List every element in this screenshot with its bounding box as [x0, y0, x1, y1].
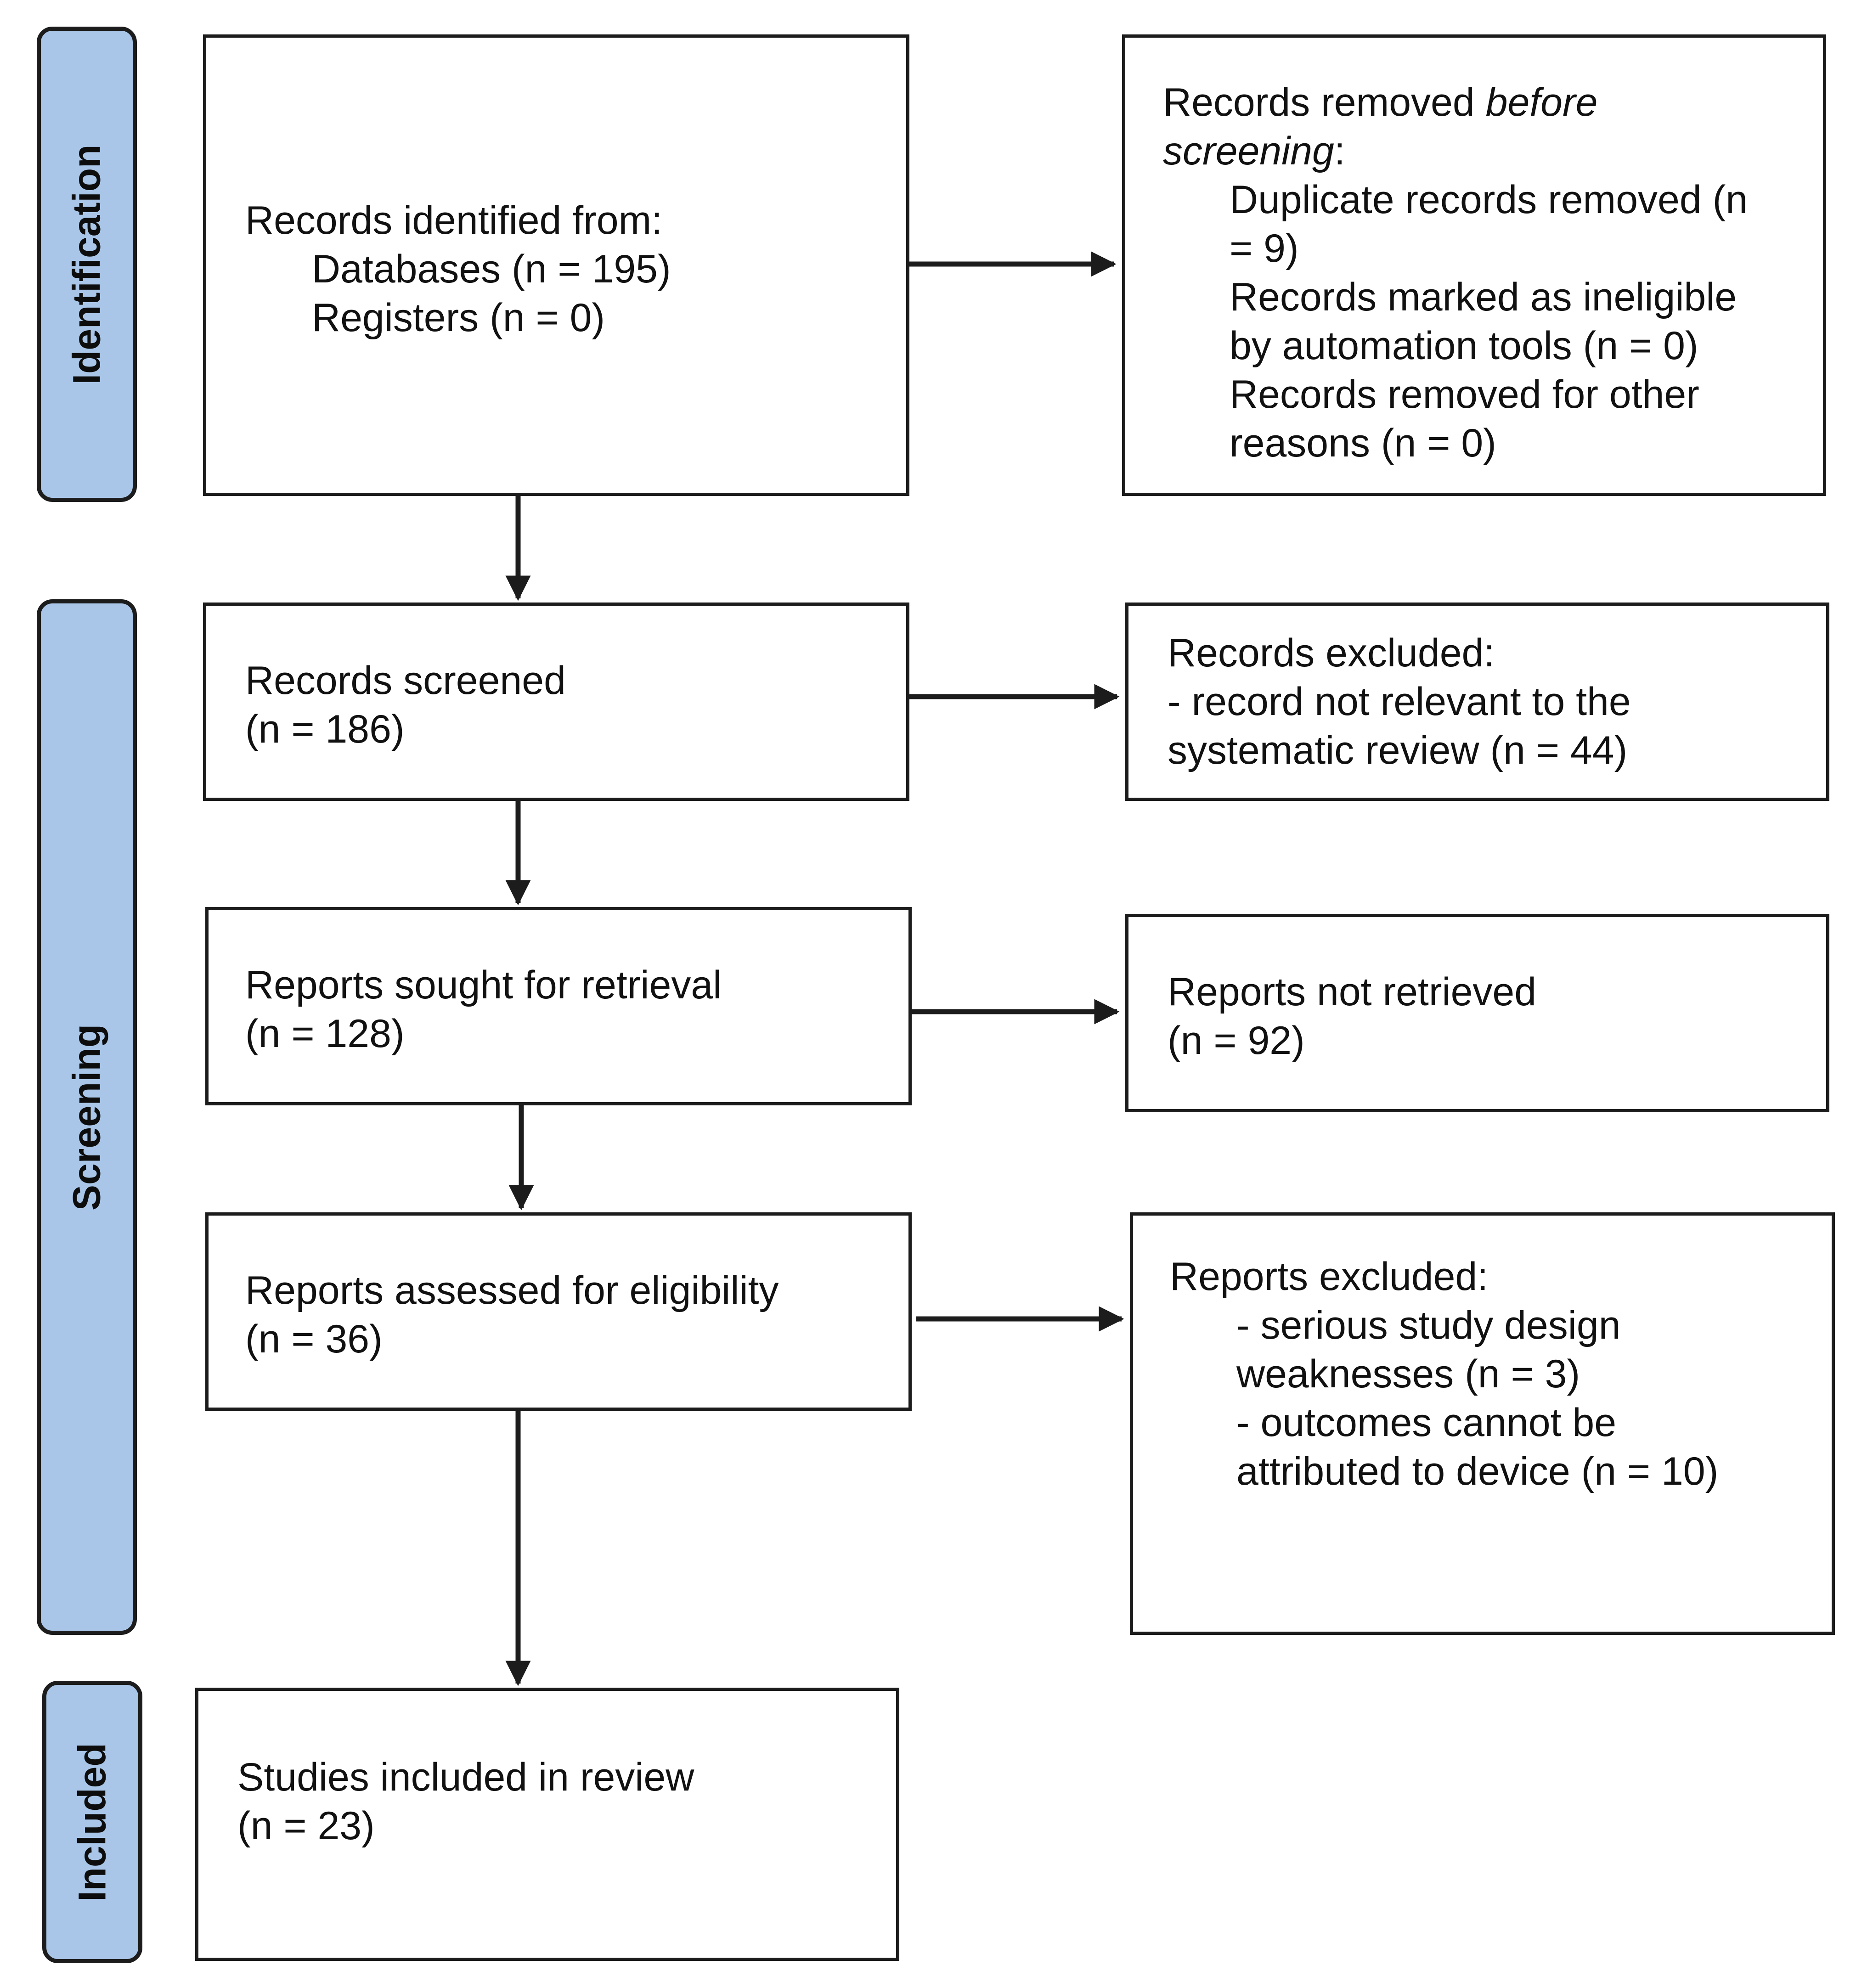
- studies-included-label: Studies included in review: [237, 1755, 694, 1799]
- phase-screening: Screening: [37, 599, 137, 1635]
- records-identified-heading: Records identified from:: [245, 198, 663, 242]
- reports-not-retrieved-count: (n = 92): [1168, 1019, 1305, 1063]
- removed-before-line: Records removed for other: [1230, 372, 1699, 417]
- databases-count: Databases (n = 195): [312, 247, 671, 291]
- reports-sought-label: Reports sought for retrieval: [245, 963, 722, 1007]
- reports-not-retrieved-box: Reports not retrieved (n = 92): [1125, 914, 1829, 1112]
- records-screened-box: Records screened (n = 186): [203, 603, 909, 801]
- phase-included: Included: [42, 1681, 142, 1963]
- reports-sought-box: Reports sought for retrieval (n = 128): [205, 907, 912, 1105]
- removed-before-line: Records marked as ineligible: [1230, 275, 1737, 319]
- removed-before-line: = 9): [1230, 226, 1299, 270]
- reports-excluded-line: attributed to device (n = 10): [1236, 1449, 1719, 1493]
- studies-included-count: (n = 23): [237, 1804, 375, 1848]
- removed-before-heading-1: Records removed before: [1163, 78, 1823, 127]
- studies-included-box: Studies included in review (n = 23): [195, 1688, 899, 1961]
- reports-assessed-box: Reports assessed for eligibility (n = 36…: [205, 1212, 912, 1411]
- reports-excluded-line: - serious study design: [1236, 1303, 1621, 1347]
- removed-before-line: Duplicate records removed (n: [1230, 178, 1748, 222]
- removed-before-heading-prefix: Records removed: [1163, 80, 1486, 124]
- records-excluded-line: - record not relevant to the: [1168, 680, 1631, 724]
- removed-before-heading-italic-2: screening: [1163, 129, 1334, 173]
- records-removed-before-screening-box: Records removed before screening: Duplic…: [1122, 34, 1826, 496]
- records-identified-box: Records identified from: Databases (n = …: [203, 34, 909, 496]
- reports-excluded-box: Reports excluded: - serious study design…: [1130, 1212, 1835, 1635]
- records-excluded-line: systematic review (n = 44): [1168, 728, 1628, 772]
- registers-count: Registers (n = 0): [312, 296, 605, 340]
- reports-not-retrieved-label: Reports not retrieved: [1168, 970, 1537, 1014]
- removed-before-line: by automation tools (n = 0): [1230, 324, 1698, 368]
- reports-assessed-count: (n = 36): [245, 1317, 383, 1361]
- reports-excluded-line: - outcomes cannot be: [1236, 1401, 1617, 1445]
- reports-excluded-heading: Reports excluded:: [1170, 1255, 1489, 1299]
- removed-before-heading-italic-1: before: [1485, 80, 1598, 124]
- reports-assessed-label: Reports assessed for eligibility: [245, 1268, 779, 1312]
- records-screened-count: (n = 186): [245, 707, 405, 751]
- removed-before-heading-suffix: :: [1334, 129, 1345, 173]
- removed-before-line: reasons (n = 0): [1230, 421, 1496, 465]
- removed-before-heading-2: screening:: [1163, 127, 1823, 175]
- records-excluded-heading: Records excluded:: [1168, 631, 1495, 675]
- reports-excluded-line: weaknesses (n = 3): [1236, 1352, 1580, 1396]
- reports-sought-count: (n = 128): [245, 1012, 405, 1056]
- records-excluded-box: Records excluded: - record not relevant …: [1125, 603, 1829, 801]
- records-screened-label: Records screened: [245, 659, 566, 703]
- phase-identification: Identification: [37, 27, 137, 502]
